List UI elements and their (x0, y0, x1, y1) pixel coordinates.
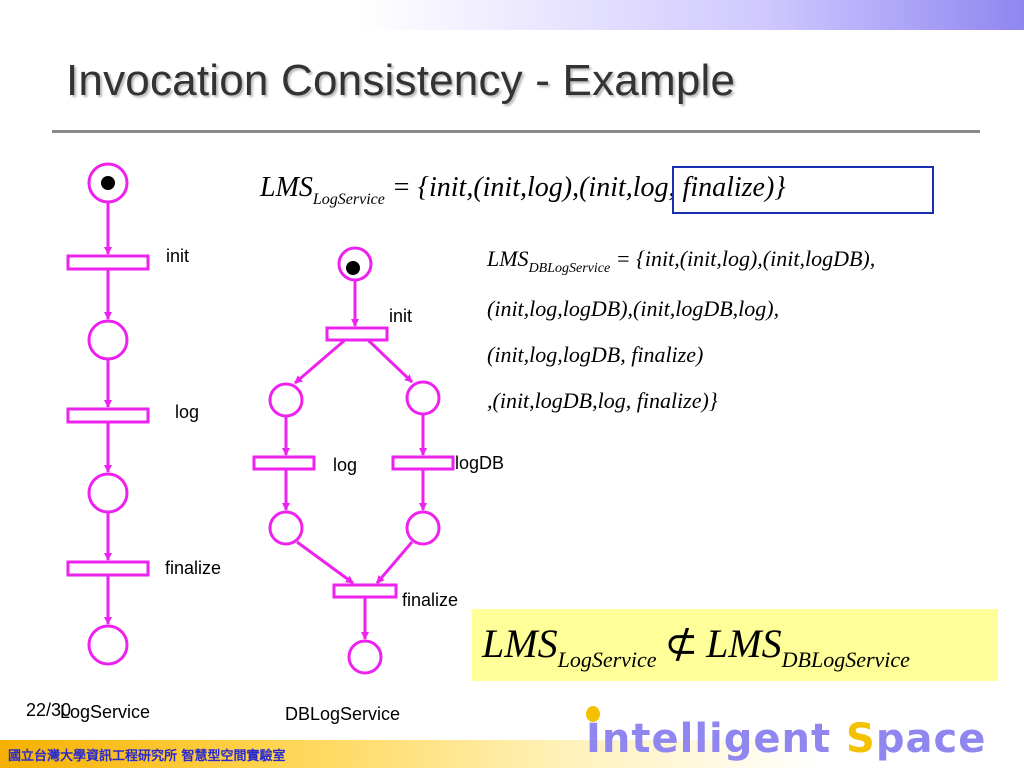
equation-dblogservice-line3: (init,log,logDB, finalize) (487, 342, 704, 367)
place (405, 510, 441, 546)
transition-log (252, 455, 316, 471)
transition-finalize (332, 583, 398, 599)
logo-dot (586, 706, 600, 722)
transition-finalize (66, 560, 150, 577)
caption-dblogservice: DBLogService (285, 704, 401, 724)
title-rule (52, 130, 980, 133)
highlight-box (672, 166, 934, 214)
label-init: init (166, 246, 190, 266)
transition-init (325, 326, 389, 342)
bottom-gradient-bar (0, 740, 1024, 768)
place (268, 510, 304, 546)
transition-logdb (391, 455, 455, 471)
slide-title: Invocation Consistency - Example (66, 56, 736, 105)
equation-dblogservice-line2: (init,log,logDB),(init,logDB,log), (487, 296, 780, 321)
label-logdb: logDB (455, 453, 505, 473)
place-end (87, 624, 129, 666)
label-log: log (333, 455, 358, 475)
label-log: log (175, 402, 200, 422)
equation-logservice: LMSLogService = {init,(init,log),(init,l… (260, 172, 786, 208)
footer-institution: 國立台灣大學資訊工程研究所 智慧型空間實驗室 (8, 749, 286, 764)
logo: Intelligent Space (586, 716, 987, 762)
top-gradient-bar (0, 0, 1024, 30)
label-finalize: finalize (165, 558, 222, 578)
place (405, 380, 441, 416)
comparison-formula: LMSLogService⊄LMSDBLogService (482, 621, 910, 672)
place (87, 319, 129, 361)
equation-dblogservice-line1: LMSDBLogService = {init,(init,log),(init… (487, 246, 876, 276)
comparison-box (472, 609, 998, 681)
page-number: 22/30 (26, 700, 72, 720)
place (87, 472, 129, 514)
caption-logservice: LogService (60, 702, 151, 722)
transition-init (66, 254, 150, 271)
transition-log (66, 407, 150, 424)
label-finalize: finalize (402, 590, 459, 610)
token (346, 261, 360, 275)
place (268, 382, 304, 418)
left-net (66, 162, 150, 666)
place-end (347, 639, 383, 675)
label-init: init (389, 306, 413, 326)
token (101, 176, 115, 190)
equation-dblogservice-line4: ,(init,logDB,log, finalize)} (487, 388, 718, 413)
